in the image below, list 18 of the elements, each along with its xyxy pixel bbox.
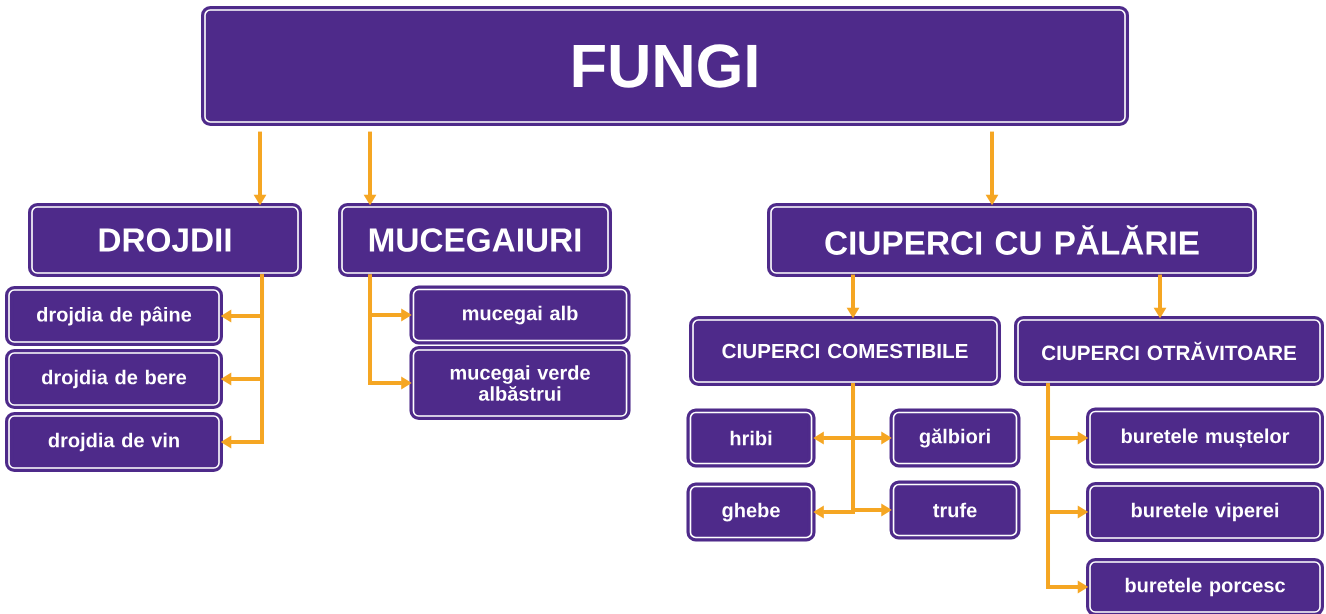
category-box: CIUPERCI CU PĂLĂRIE — [767, 203, 1257, 277]
category-box: MUCEGAIURI — [338, 203, 612, 277]
item-box: buretele muștelor — [1086, 407, 1324, 469]
subcategory-box: CIUPERCI OTRĂVITOARE — [1014, 316, 1324, 386]
item-box: gălbiori — [889, 408, 1021, 468]
category-box: DROJDII — [28, 203, 302, 277]
item-box: ghebe — [686, 482, 816, 542]
item-box: drojdia de pâine — [5, 286, 223, 346]
item-box: mucegai verde albăstrui — [409, 346, 631, 420]
item-box: buretele porcesc — [1086, 558, 1324, 614]
title-box: FUNGI — [201, 6, 1129, 126]
item-box: drojdia de bere — [5, 349, 223, 409]
item-box: mucegai alb — [409, 285, 631, 345]
item-box: buretele viperei — [1086, 482, 1324, 542]
item-box: trufe — [889, 480, 1021, 540]
item-box: hribi — [686, 408, 816, 468]
item-box: drojdia de vin — [5, 412, 223, 472]
subcategory-box: CIUPERCI COMESTIBILE — [689, 316, 1001, 386]
